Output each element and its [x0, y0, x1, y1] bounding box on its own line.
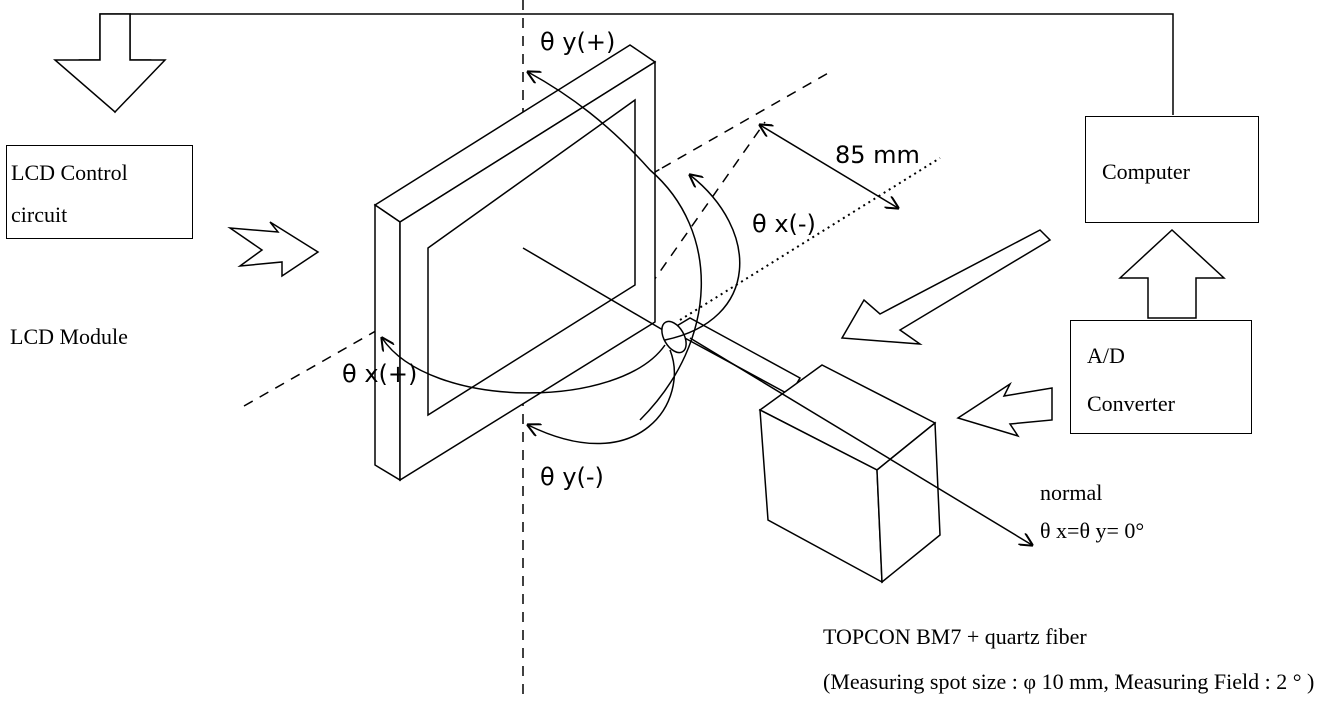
instrument-label: TOPCON BM7 + quartz fiber: [823, 624, 1087, 649]
ad-line2: Converter: [1087, 391, 1175, 416]
measuring-label: (Measuring spot size : φ 10 mm, Measurin…: [823, 669, 1315, 694]
theta-x-plus-label: θ x(+): [342, 360, 418, 388]
x-axis-dashed-lower: [639, 121, 766, 301]
normal-equation-label: θ x=θ y= 0°: [1040, 518, 1145, 543]
ad-line1: A/D: [1087, 343, 1125, 368]
theta-x-plus-arc: [382, 338, 666, 394]
computer-label: Computer: [1102, 159, 1190, 184]
computer-box: Computer: [1085, 116, 1259, 223]
up-arrow-icon: [1118, 228, 1226, 319]
ad-input-arrow-icon: [956, 381, 1053, 438]
lcd-control-circuit-box: LCD Control circuit: [6, 145, 193, 239]
normal-label: normal: [1040, 480, 1103, 505]
normal-dotted: [679, 157, 941, 321]
center-line: [522, 247, 681, 341]
x-axis-dashed-2: [661, 71, 831, 169]
fiber-tube: [661, 317, 802, 397]
measuring-axis: [689, 337, 1032, 545]
feedback-line: [130, 13, 1174, 107]
theta-y-minus-arc: [528, 349, 675, 445]
theta-y-plus-arc: [528, 72, 702, 421]
theta-x-minus-label: θ x(-): [752, 210, 816, 238]
theta-y-plus-label: θ y(+): [540, 28, 616, 56]
distance-arrow: [760, 125, 898, 208]
lcd-control-line2: circuit: [11, 202, 68, 227]
right-arrow-icon: [227, 221, 320, 278]
distance-label: 85 mm: [835, 141, 920, 169]
theta-y-minus-label: θ y(-): [540, 463, 604, 491]
lcd-module-label: LCD Module: [10, 324, 128, 349]
lcd-control-line1: LCD Control: [11, 160, 128, 185]
diagonal-arrow-icon: [840, 229, 1052, 345]
lcd-module-frame: [373, 44, 657, 482]
ad-converter-box: A/D Converter: [1070, 320, 1252, 434]
detector-box: [758, 364, 941, 584]
theta-x-minus-arc: [664, 175, 741, 341]
